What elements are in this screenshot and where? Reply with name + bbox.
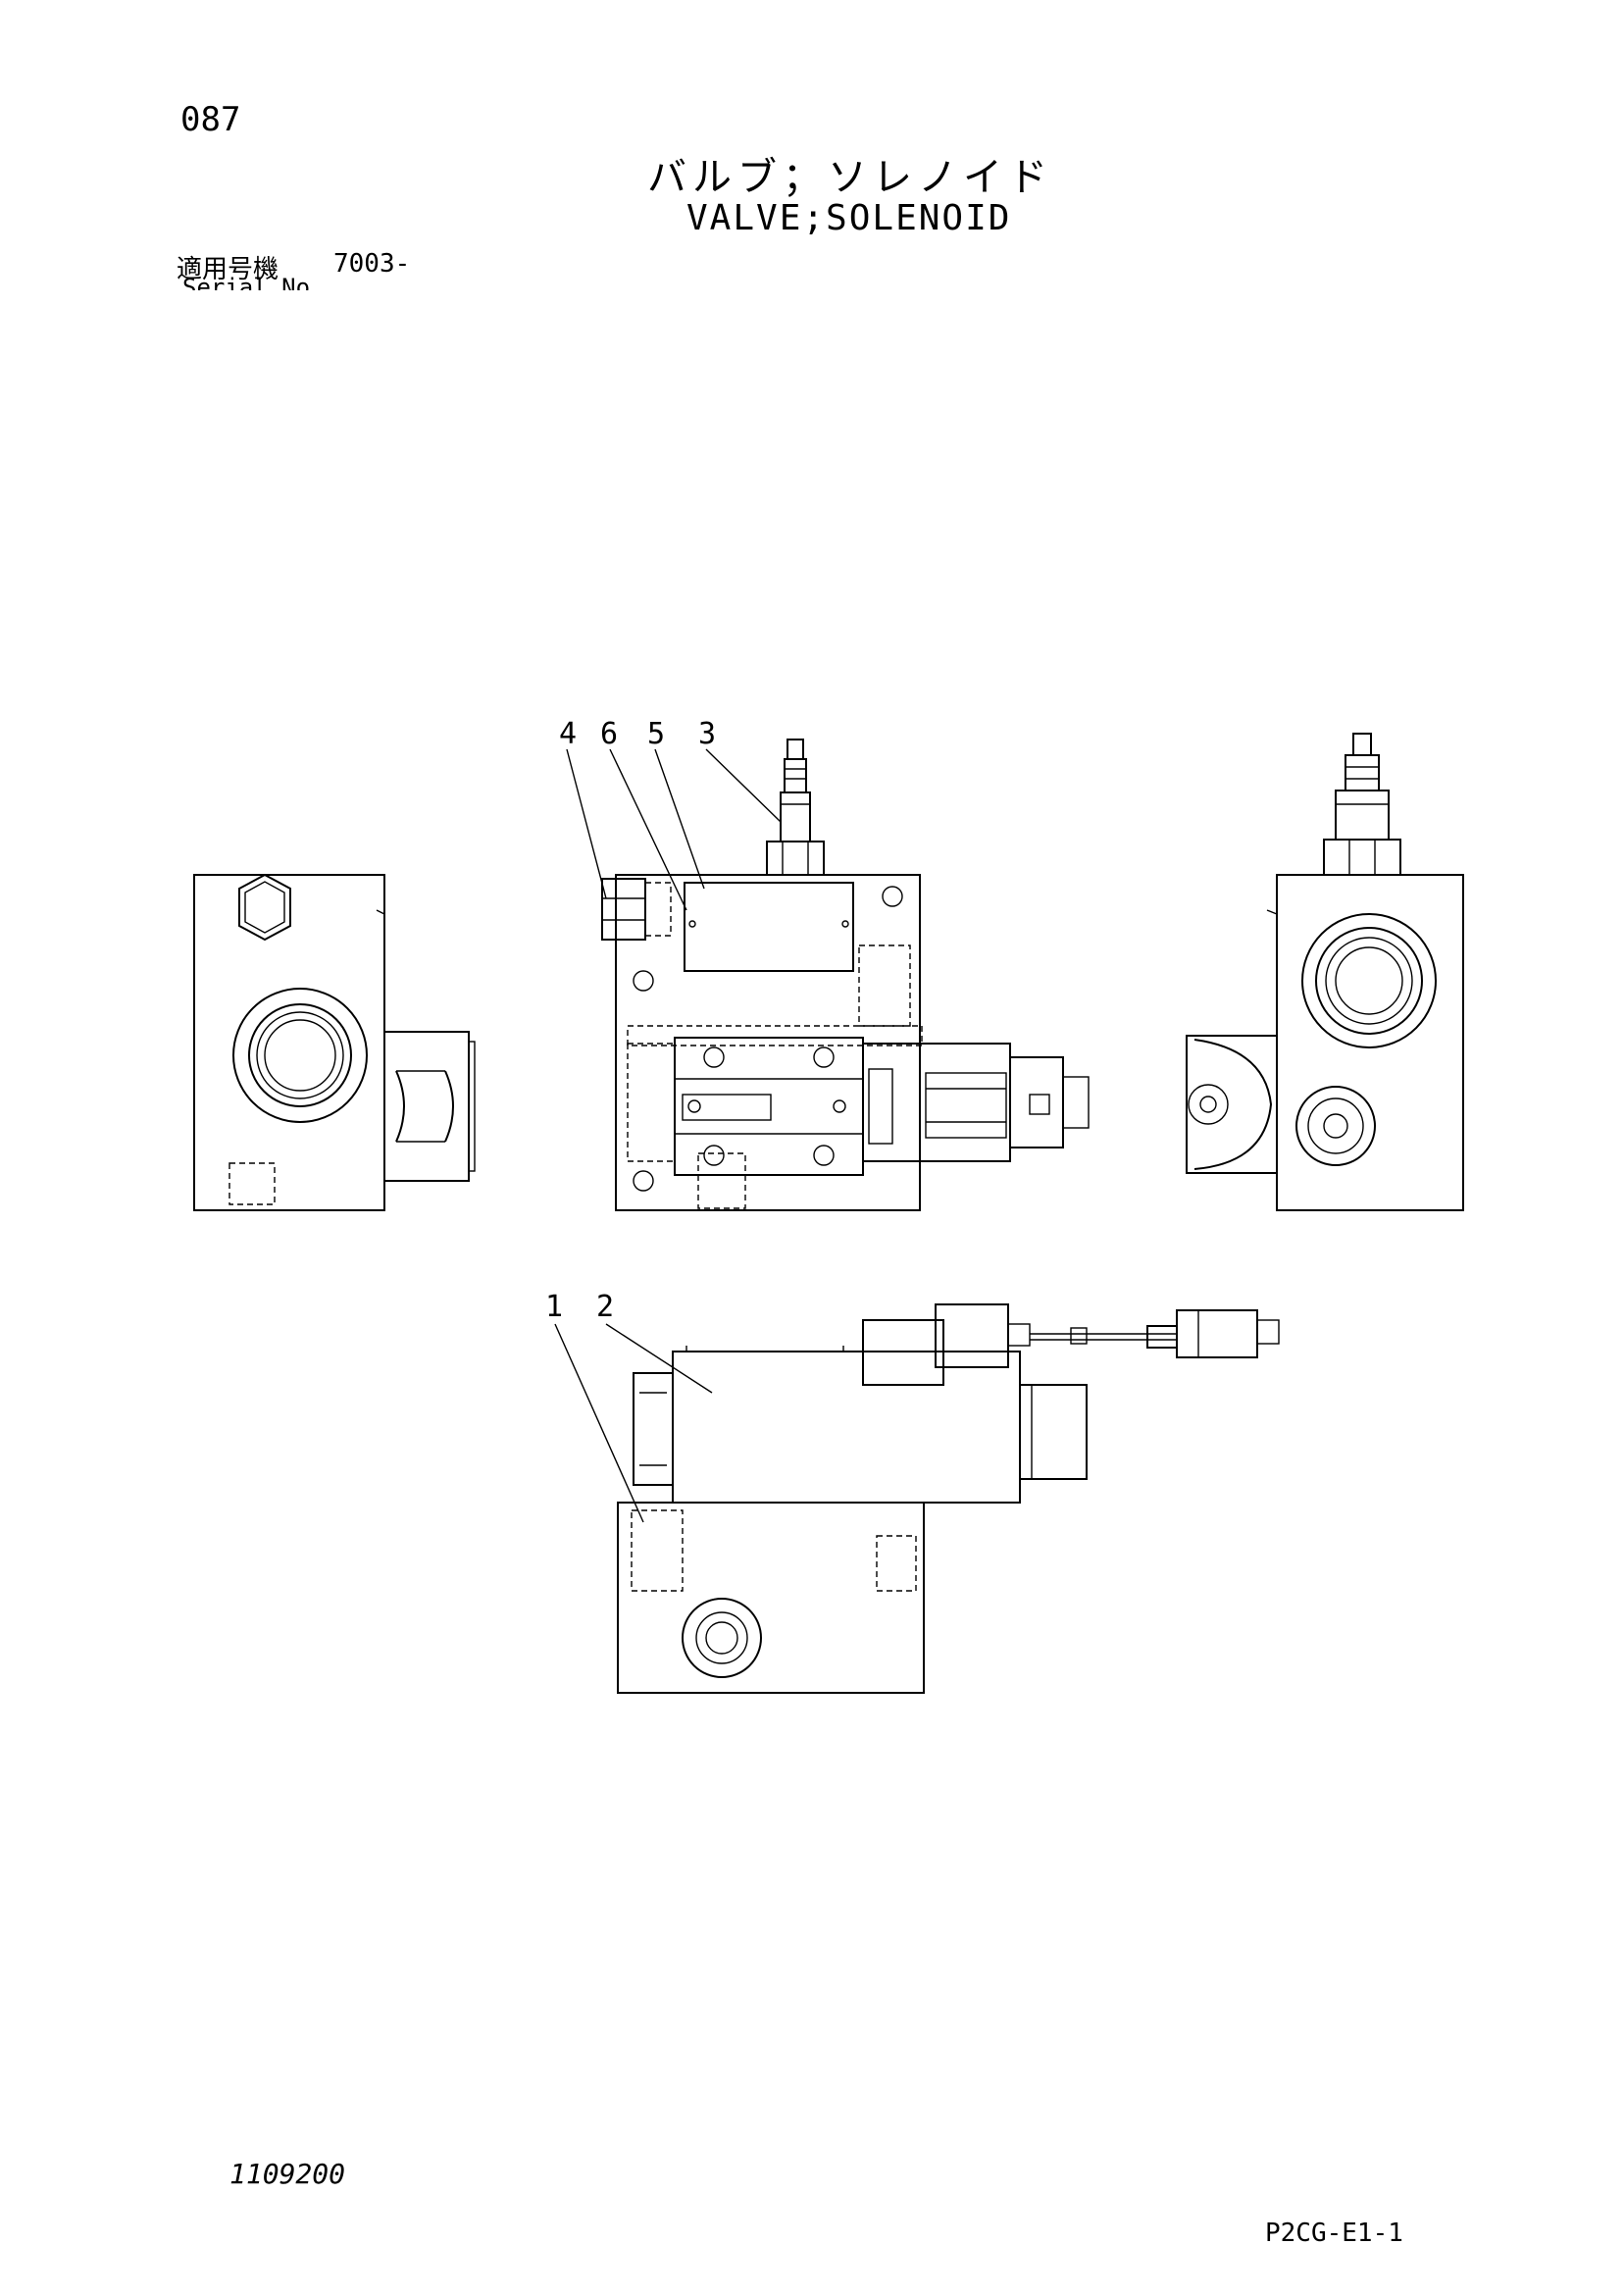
drawing-code: 1109200 xyxy=(229,2158,346,2190)
serial-value: 7003- xyxy=(333,249,411,279)
serial-label: 適用号機 xyxy=(177,255,279,284)
page-number: 087 xyxy=(180,100,241,139)
callout-labels: 4 6 5 3 1 2 xyxy=(545,717,716,1324)
front-view xyxy=(601,739,1090,1211)
callout-1: 1 xyxy=(545,1290,563,1324)
left-side-view xyxy=(193,873,476,1211)
title-english: VALVE;SOLENOID xyxy=(686,198,1012,238)
serial-sub-label: Serial No. xyxy=(182,275,325,290)
callout-2: 2 xyxy=(596,1290,614,1324)
bottom-view xyxy=(617,1303,1280,1694)
sheet-code: P2CG-E1-1 xyxy=(1265,2219,1403,2248)
callout-4: 4 xyxy=(559,717,577,751)
title-japanese: バルブ；ソレノイド xyxy=(647,155,1053,200)
callout-6: 6 xyxy=(600,717,618,751)
right-side-view xyxy=(1186,733,1464,1211)
callout-3: 3 xyxy=(698,717,716,751)
callout-5: 5 xyxy=(647,717,665,751)
callout-leaders xyxy=(554,748,782,1523)
